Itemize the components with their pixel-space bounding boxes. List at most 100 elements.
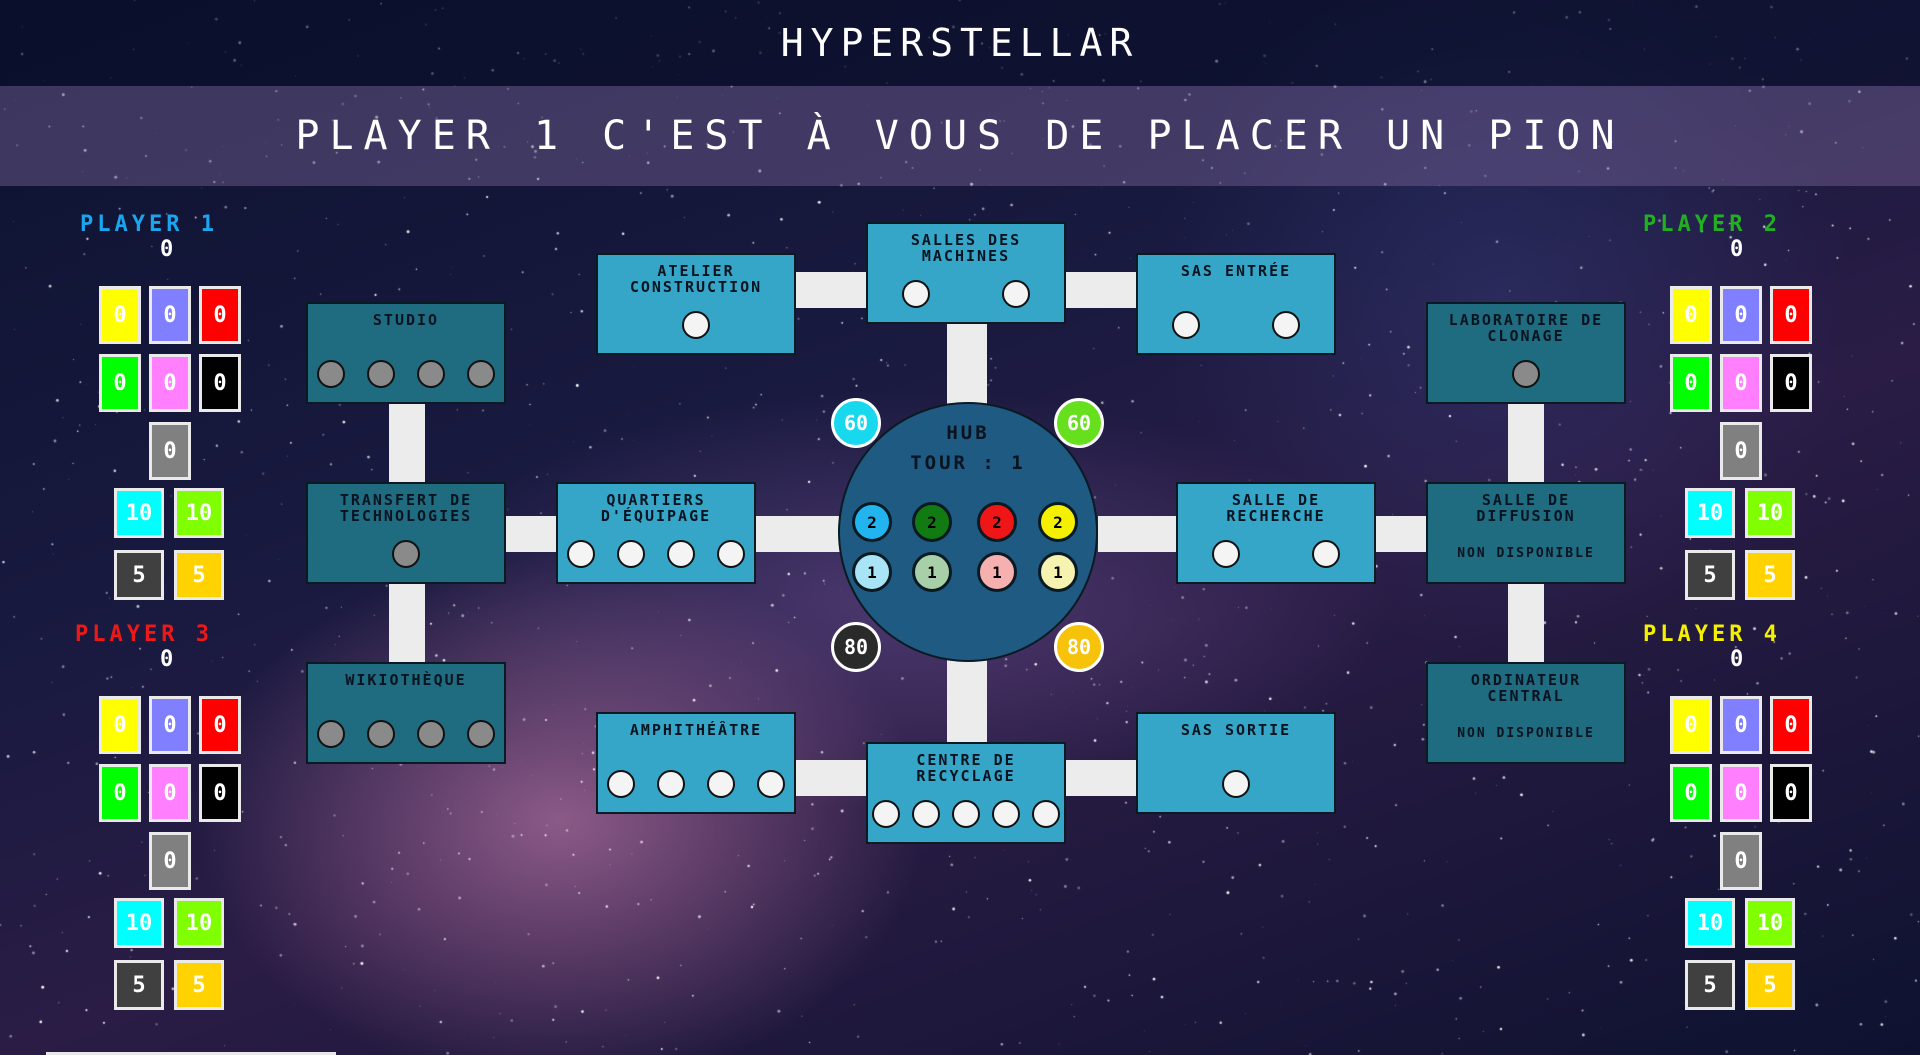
room-name: Wikiothèque: [345, 671, 467, 689]
corridor: [389, 582, 425, 668]
resource-tile: 0: [199, 764, 241, 822]
corridor: [947, 660, 987, 746]
pawn-slot[interactable]: [682, 311, 710, 339]
resource-tile: 5: [1745, 550, 1795, 600]
pawn-slot[interactable]: [417, 720, 445, 748]
resource-tile: 0: [1770, 764, 1812, 822]
resource-tile: 0: [99, 764, 141, 822]
room-laboratoire-de-clonage[interactable]: Laboratoire de clonage: [1426, 302, 1626, 404]
corridor: [1375, 516, 1427, 552]
room-name: Ordinateur central: [1470, 671, 1582, 705]
pawn-slot[interactable]: [667, 540, 695, 568]
room-ordinateur-central[interactable]: Ordinateur centralNon disponible: [1426, 662, 1626, 764]
pawn-slot[interactable]: [717, 540, 745, 568]
room-name: Sas sortie: [1180, 721, 1292, 739]
corridor: [795, 272, 868, 308]
resource-tile: 0: [99, 286, 141, 344]
pawn-slot[interactable]: [1312, 540, 1340, 568]
corridor: [389, 402, 425, 488]
room-status: Non disponible: [1457, 546, 1595, 561]
room-salles-des-machines[interactable]: Salles des machines: [866, 222, 1066, 324]
game-title: Hyperstellar: [0, 0, 1920, 86]
pawn-slot[interactable]: [607, 770, 635, 798]
resource-tile: 0: [1670, 354, 1712, 412]
room-studio[interactable]: Studio: [306, 302, 506, 404]
room-sas-sortie[interactable]: Sas sortie: [1136, 712, 1336, 814]
pawn-slot[interactable]: [467, 360, 495, 388]
resource-tile: 0: [149, 696, 191, 754]
pawn-slot[interactable]: [617, 540, 645, 568]
resource-tile: 0: [199, 286, 241, 344]
pawn-slot[interactable]: [467, 720, 495, 748]
resource-tile: 0: [199, 354, 241, 412]
hub-pawn-token[interactable]: 2: [912, 502, 952, 542]
resource-tile: 0: [1670, 286, 1712, 344]
pawn-slot[interactable]: [1272, 311, 1300, 339]
pawn-slot[interactable]: [1212, 540, 1240, 568]
room-transfert-de-technologies[interactable]: Transfert de technologies: [306, 482, 506, 584]
hub-pawn-token[interactable]: 1: [852, 552, 892, 592]
pawn-slot[interactable]: [317, 720, 345, 748]
room-name: Quartiers d'équipage: [600, 491, 712, 525]
room-sas-entree[interactable]: Sas entrée: [1136, 253, 1336, 355]
hub-pawn-token[interactable]: 1: [912, 552, 952, 592]
pawn-slot[interactable]: [757, 770, 785, 798]
pawn-slot[interactable]: [707, 770, 735, 798]
room-salle-de-diffusion[interactable]: Salle de diffusionNon disponible: [1426, 482, 1626, 584]
resource-tile: 0: [1770, 696, 1812, 754]
room-status: Non disponible: [1457, 726, 1595, 741]
pawn-slot[interactable]: [1222, 770, 1250, 798]
corridor: [1508, 582, 1544, 668]
resource-tile: 5: [1745, 960, 1795, 1010]
resource-tile: 0: [1670, 696, 1712, 754]
pawn-slot[interactable]: [992, 800, 1020, 828]
pawn-slot[interactable]: [392, 540, 420, 568]
resource-tile: 0: [99, 354, 141, 412]
turn-banner: Player 1 c'est à vous de placer un pion: [0, 86, 1920, 186]
resource-tile: 0: [149, 354, 191, 412]
room-wikiotheque[interactable]: Wikiothèque: [306, 662, 506, 764]
progress-line: [46, 1052, 336, 1055]
player-score: 0: [160, 647, 174, 672]
resource-tile: 5: [114, 550, 164, 600]
pawn-slot[interactable]: [872, 800, 900, 828]
resource-tile: 5: [1685, 550, 1735, 600]
pawn-slot[interactable]: [1172, 311, 1200, 339]
resource-tile: 0: [1720, 422, 1762, 480]
resource-tile: 0: [1720, 286, 1762, 344]
pawn-slot[interactable]: [367, 720, 395, 748]
pawn-slot[interactable]: [912, 800, 940, 828]
player-name: Player 4: [1643, 622, 1781, 647]
pawn-slot[interactable]: [567, 540, 595, 568]
resource-tile: 0: [1770, 354, 1812, 412]
room-atelier-construction[interactable]: Atelier construction: [596, 253, 796, 355]
pawn-slot[interactable]: [1002, 280, 1030, 308]
room-salle-de-recherche[interactable]: Salle de recherche: [1176, 482, 1376, 584]
pawn-slot[interactable]: [657, 770, 685, 798]
corridor: [755, 516, 840, 552]
hub-pawn-token[interactable]: 2: [977, 502, 1017, 542]
hub-pawn-token[interactable]: 2: [852, 502, 892, 542]
player-name: Player 1: [80, 212, 218, 237]
resource-tile: 10: [1745, 488, 1795, 538]
pawn-slot[interactable]: [952, 800, 980, 828]
hub-pawn-token[interactable]: 1: [977, 552, 1017, 592]
resource-tile: 5: [174, 550, 224, 600]
room-centre-de-recyclage[interactable]: Centre de recyclage: [866, 742, 1066, 844]
pawn-slot[interactable]: [1512, 360, 1540, 388]
pawn-slot[interactable]: [1032, 800, 1060, 828]
pawn-slot[interactable]: [367, 360, 395, 388]
pawn-slot[interactable]: [417, 360, 445, 388]
room-name: Centre de recyclage: [916, 751, 1016, 785]
pawn-slot[interactable]: [317, 360, 345, 388]
player-name: Player 3: [75, 622, 213, 647]
room-amphitheatre[interactable]: Amphithéâtre: [596, 712, 796, 814]
room-quartiers-d-equipage[interactable]: Quartiers d'équipage: [556, 482, 756, 584]
hub-pawn-token[interactable]: 1: [1038, 552, 1078, 592]
pawn-slot[interactable]: [902, 280, 930, 308]
player-score: 0: [1730, 647, 1744, 672]
hub-pawn-token[interactable]: 2: [1038, 502, 1078, 542]
resource-tile: 0: [149, 764, 191, 822]
hub-bonus-badge: 80: [831, 622, 881, 672]
resource-tile: 0: [1720, 832, 1762, 890]
